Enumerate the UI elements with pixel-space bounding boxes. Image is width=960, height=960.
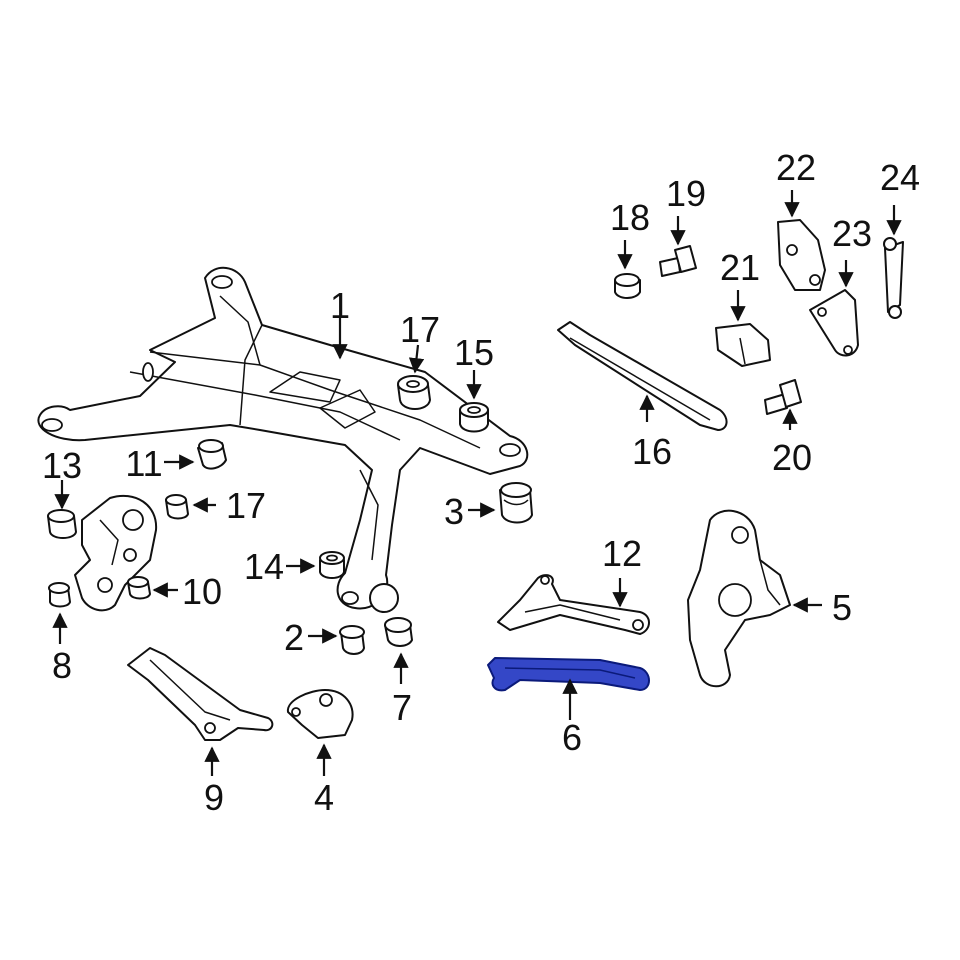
svg-text:15: 15	[454, 332, 494, 373]
callout-2: 2	[284, 617, 338, 658]
part-12-upper-arm[interactable]	[497, 574, 650, 635]
svg-text:14: 14	[244, 546, 284, 587]
callout-17-lower: 17	[192, 485, 266, 526]
part-24-stabilizer-link[interactable]	[883, 237, 904, 319]
svg-text:6: 6	[562, 717, 582, 758]
svg-text:7: 7	[392, 687, 412, 728]
part-3-mount[interactable]	[499, 482, 533, 524]
part-17-bushing-lower[interactable]	[165, 494, 189, 520]
part-5-knuckle[interactable]	[687, 509, 791, 688]
svg-text:17: 17	[400, 309, 440, 350]
part-23-plate[interactable]	[809, 289, 859, 357]
part-14-bushing[interactable]	[319, 551, 345, 579]
part-10-bushing[interactable]	[127, 576, 151, 600]
part-19-bolt[interactable]	[659, 245, 697, 277]
part-17-bushing-upper[interactable]	[397, 375, 431, 410]
part-20-bolt[interactable]	[764, 379, 802, 415]
callout-13: 13	[42, 445, 82, 510]
part-1-rear-subframe[interactable]	[37, 267, 529, 613]
callout-10: 10	[152, 571, 222, 612]
part-7-bushing[interactable]	[384, 617, 413, 647]
callout-3: 3	[444, 491, 496, 532]
part-18-washer[interactable]	[614, 273, 641, 299]
svg-text:20: 20	[772, 437, 812, 478]
part-9-trailing-arm[interactable]	[127, 647, 274, 741]
svg-text:12: 12	[602, 533, 642, 574]
part-4-bracket[interactable]	[286, 689, 354, 739]
svg-text:18: 18	[610, 197, 650, 238]
svg-text:9: 9	[204, 777, 224, 818]
svg-text:16: 16	[632, 431, 672, 472]
svg-text:5: 5	[832, 587, 852, 628]
callout-8: 8	[52, 612, 72, 686]
svg-text:21: 21	[720, 247, 760, 288]
callout-4: 4	[314, 743, 334, 818]
svg-text:22: 22	[776, 147, 816, 188]
callout-15: 15	[454, 332, 494, 400]
callout-9: 9	[204, 746, 224, 818]
svg-text:3: 3	[444, 491, 464, 532]
callout-6: 6	[562, 678, 582, 758]
part-16-bar[interactable]	[557, 321, 728, 431]
callout-11: 11	[125, 443, 195, 484]
svg-text:10: 10	[182, 571, 222, 612]
callout-7: 7	[392, 652, 412, 728]
callout-18: 18	[610, 197, 650, 270]
svg-text:8: 8	[52, 645, 72, 686]
callout-20: 20	[772, 408, 812, 478]
svg-text:2: 2	[284, 617, 304, 658]
part-11-bushing[interactable]	[197, 439, 227, 470]
part-15-bushing[interactable]	[459, 402, 489, 433]
svg-text:17: 17	[226, 485, 266, 526]
callout-17-upper: 17	[400, 309, 440, 374]
svg-text:1: 1	[330, 285, 350, 326]
part-13-bushing[interactable]	[47, 509, 77, 539]
svg-text:19: 19	[666, 173, 706, 214]
callout-23: 23	[832, 213, 872, 288]
part-21-bracket[interactable]	[715, 323, 771, 367]
callout-12: 12	[602, 533, 642, 608]
callout-19: 19	[666, 173, 706, 246]
callout-22: 22	[776, 147, 816, 218]
svg-text:23: 23	[832, 213, 872, 254]
part-22-bracket[interactable]	[777, 219, 826, 291]
callout-14: 14	[244, 546, 316, 587]
callout-21: 21	[720, 247, 760, 322]
svg-text:13: 13	[42, 445, 82, 486]
part-2-bushing[interactable]	[339, 625, 365, 655]
part-8-bushing[interactable]	[48, 582, 71, 608]
callout-1: 1	[330, 285, 350, 360]
svg-text:11: 11	[125, 443, 162, 484]
svg-text:24: 24	[880, 157, 920, 198]
callout-5: 5	[792, 587, 852, 628]
callout-24: 24	[880, 157, 920, 236]
svg-text:4: 4	[314, 777, 334, 818]
callout-16: 16	[632, 394, 672, 472]
part-6-lower-arm-highlighted[interactable]	[487, 657, 650, 692]
part-rear-trailing-bracket[interactable]	[74, 494, 158, 612]
